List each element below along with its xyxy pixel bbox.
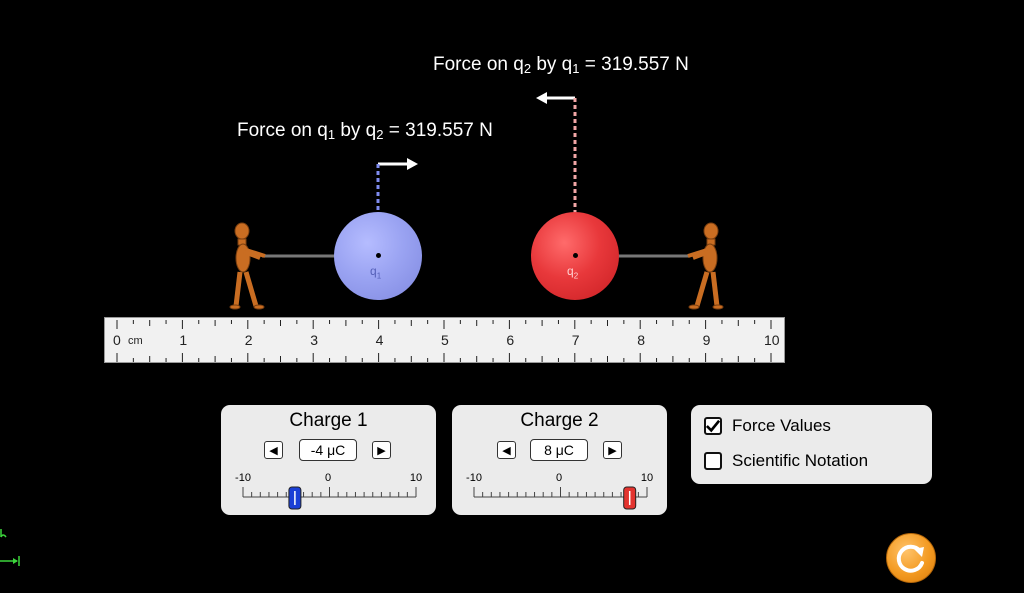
charge2-slider[interactable]: [452, 483, 667, 513]
force-label-q2: Force on q2 by q1 = 319.557 N: [433, 54, 689, 76]
charge2-decrement-button[interactable]: ◀: [497, 441, 516, 459]
measuring-tape-icon[interactable]: [0, 527, 24, 571]
force-arrow-q1: [378, 158, 418, 170]
charge1-increment-button[interactable]: ▶: [372, 441, 391, 459]
charge1-title: Charge 1: [289, 410, 368, 431]
scientific-notation-checkbox[interactable]: [704, 452, 722, 470]
charge2-value: 8 μC: [530, 439, 588, 461]
charge2-title: Charge 2: [520, 410, 599, 431]
ruler-label: 7: [571, 332, 580, 348]
ruler-label: 4: [375, 332, 384, 348]
ruler-label: 1: [179, 332, 188, 348]
charge2-slider-min: -10: [466, 472, 482, 484]
reset-icon: [896, 544, 924, 573]
ruler[interactable]: 0 1 2 3 4 5 6 7 8 9 10 cm: [104, 317, 785, 363]
charge2-slider-max: 10: [640, 472, 654, 484]
ruler-label: 10: [764, 332, 780, 348]
ruler-label: 3: [310, 332, 318, 348]
force-values-checkbox[interactable]: [704, 417, 722, 435]
scientific-notation-label: Scientific Notation: [732, 451, 869, 470]
options-panel: Force Values Scientific Notation: [691, 405, 932, 484]
charge1-slider-max: 10: [409, 472, 423, 484]
charge2-increment-button[interactable]: ▶: [603, 441, 622, 459]
charge2-panel: Charge 2 ◀ 8 μC ▶ -10 0 10: [452, 405, 667, 515]
ruler-label: 0: [113, 332, 121, 348]
charge1-slider-mid: 0: [324, 472, 332, 484]
ruler-label: 5: [441, 332, 449, 348]
charge-label-q2: q2: [567, 264, 579, 281]
charge2-slider-mid: 0: [555, 472, 563, 484]
ruler-label: 2: [244, 332, 253, 348]
charge1-decrement-button[interactable]: ◀: [264, 441, 283, 459]
ruler-label: 6: [506, 332, 515, 348]
charge-center-dot-q1: [376, 253, 381, 258]
scientific-notation-option[interactable]: Scientific Notation: [704, 451, 868, 471]
charge1-slider-min: -10: [235, 472, 251, 484]
charge1-slider[interactable]: [221, 483, 436, 513]
force-label-q1: Force on q1 by q2 = 319.557 N: [237, 120, 493, 142]
charge-center-dot-q2: [573, 253, 578, 258]
force-arrow-q2: [536, 92, 575, 104]
force-values-option[interactable]: Force Values: [704, 416, 831, 436]
puller-figure-right: [687, 222, 724, 310]
charge1-value: -4 μC: [299, 439, 357, 461]
reset-button[interactable]: [886, 533, 936, 583]
charge1-panel: Charge 1 ◀ -4 μC ▶ -10 0 10: [221, 405, 436, 515]
ruler-ticks: [116, 320, 772, 362]
ruler-label: 9: [702, 332, 711, 348]
ruler-unit: cm: [128, 335, 143, 347]
ruler-label: 8: [637, 332, 645, 348]
force-values-label: Force Values: [732, 416, 831, 435]
charge-label-q1: q1: [370, 264, 382, 281]
puller-figure-left: [229, 222, 266, 310]
checkmark-icon: [706, 419, 720, 433]
